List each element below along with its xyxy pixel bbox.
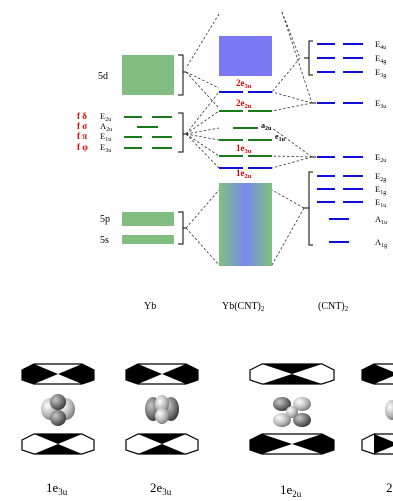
cnt-levels [317, 43, 363, 243]
level-2e3u-label: 2e3u [236, 78, 252, 90]
level-a2u-label: a2u [261, 121, 272, 132]
cnt-a1u: A1u [375, 214, 387, 226]
cnt-a1g: A1g [375, 237, 387, 249]
f-phi-label: f φ [77, 142, 88, 152]
cnt-e2g: E2g [375, 171, 386, 183]
orbital-label-4: 2 [386, 480, 393, 495]
yb-5s-label: 5s [100, 235, 109, 246]
cnt-e2u: E2u [375, 152, 386, 164]
level-1e2u-label: 1e2u [236, 168, 252, 180]
cnt-e4u: E4u [375, 39, 386, 51]
f-sym-e2u: E2u [100, 111, 111, 123]
yb-5p-box [122, 212, 174, 226]
col-label-complex: Yb(CNT)2 [222, 301, 265, 313]
orbital-label-2: 2e3u [150, 480, 172, 497]
cnt-e4g: E4g [375, 53, 386, 65]
yb-f-levels [124, 116, 172, 149]
cnt-column: E4u E4g E3g E3u E2u E2g E1g E1u A1u A1g … [304, 39, 387, 313]
orbital-1e2u [249, 363, 335, 455]
f-delta-label: f δ [77, 111, 87, 121]
yb-column: 5d f δ f σ f π f φ E2u A2u E1u E3u 5p 5s… [77, 54, 186, 312]
col-label-yb: Yb [144, 301, 156, 312]
correlation-lines [185, 11, 313, 266]
f-sigma-label: f σ [77, 121, 87, 131]
complex-column: 2e3u 2e2u a2u e1u 1e3u 1e2u Yb(CNT)2 [219, 36, 286, 313]
yb-5p-label: 5p [100, 214, 110, 225]
complex-levels [219, 91, 272, 169]
cnt-e3u: E3u [375, 98, 386, 110]
yb-5s-box [122, 235, 174, 244]
f-sym-e3u: E3u [100, 142, 111, 154]
orbital-label-1: 1e3u [46, 480, 68, 497]
orbital-label-3: 1e2u [280, 482, 302, 499]
cnt-e1u: E1u [375, 197, 386, 209]
f-sym-e1u: E1u [100, 131, 111, 143]
f-sym-a2u: A2u [100, 121, 112, 133]
yb-brackets [178, 54, 186, 245]
level-1e3u-label: 1e3u [236, 143, 252, 155]
col-label-cnt: (CNT)2 [318, 301, 349, 313]
f-pi-label: f π [77, 131, 87, 141]
orbital-partial [361, 363, 393, 455]
complex-bottom-box [219, 183, 272, 266]
yb-5d-box [122, 55, 174, 95]
yb-5d-label: 5d [98, 71, 108, 82]
cnt-e1g: E1g [375, 184, 386, 196]
orbital-1e3u [21, 363, 95, 455]
cnt-brackets [304, 40, 316, 246]
orbital-2e3u [125, 363, 199, 455]
level-e1u-label: e1u [275, 132, 286, 143]
cnt-e3g: E3g [375, 67, 386, 79]
level-2e2u-label: 2e2u [236, 98, 252, 110]
complex-top-box [219, 36, 272, 76]
